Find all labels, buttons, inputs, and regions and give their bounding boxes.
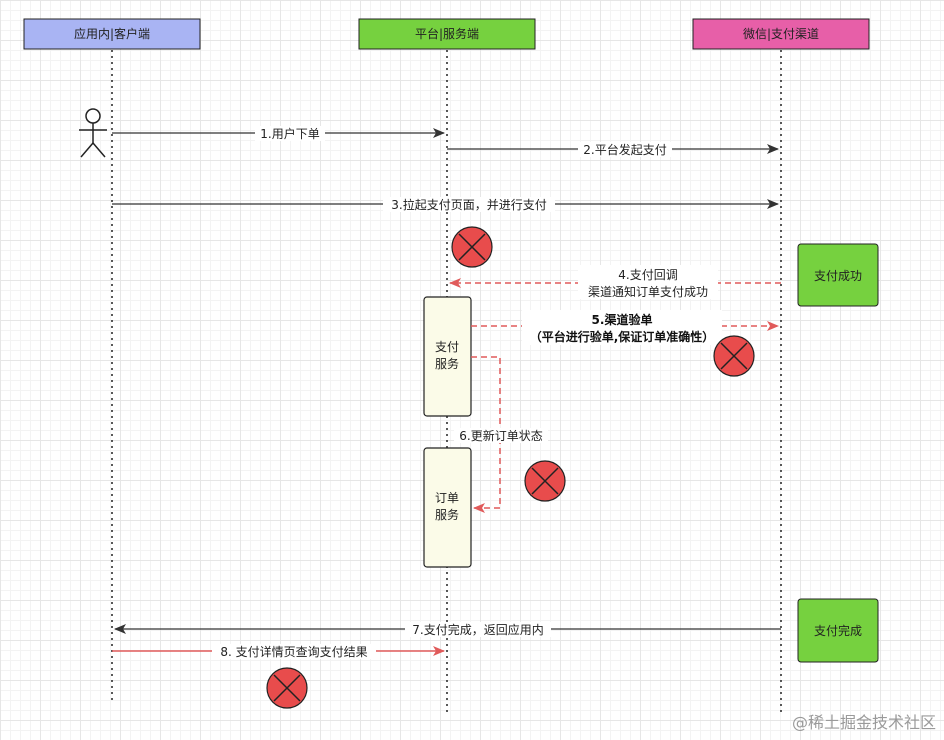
message-4-label-line1: 4.支付回调 — [618, 268, 677, 282]
message-5: 5.渠道验单 （平台进行验单,保证订单准确性） — [471, 310, 779, 345]
error-icon — [266, 667, 308, 709]
note-pay-success: 支付成功 — [797, 243, 879, 307]
message-6-label: 6.更新订单状态 — [459, 428, 542, 443]
message-7: 7.支付完成，返回应用内 — [114, 622, 781, 637]
participant-platform-label: 平台|服务端 — [415, 26, 479, 41]
participant-channel: 微信|支付渠道 — [692, 18, 870, 50]
error-icon — [524, 460, 566, 502]
message-7-label: 7.支付完成，返回应用内 — [412, 622, 543, 637]
note-pay-done: 支付完成 — [797, 598, 879, 663]
order-service-label-line2: 服务 — [435, 507, 459, 522]
order-service-box: 订单 服务 — [423, 447, 472, 568]
participant-client-label: 应用内|客户端 — [74, 26, 150, 41]
message-8: 8. 支付详情页查询支付结果 — [112, 644, 445, 659]
message-2-label: 2.平台发起支付 — [583, 142, 666, 157]
message-3-label: 3.拉起支付页面，并进行支付 — [391, 197, 546, 212]
message-2: 2.平台发起支付 — [447, 142, 779, 157]
message-4: 4.支付回调 渠道通知订单支付成功 — [449, 265, 781, 299]
order-service-label-line1: 订单 — [435, 491, 459, 505]
message-5-label-line2: （平台进行验单,保证订单准确性） — [530, 329, 715, 344]
participant-platform: 平台|服务端 — [358, 18, 536, 50]
message-6: 6.更新订单状态 — [454, 356, 548, 513]
error-icon — [713, 335, 755, 377]
note-pay-success-label: 支付成功 — [814, 269, 862, 283]
user-actor-icon — [79, 108, 107, 158]
error-icon — [451, 226, 493, 268]
message-1: 1.用户下单 — [112, 126, 445, 141]
participant-client: 应用内|客户端 — [23, 18, 201, 50]
message-3: 3.拉起支付页面，并进行支付 — [112, 197, 779, 212]
message-8-label: 8. 支付详情页查询支付结果 — [220, 644, 367, 659]
message-4-label-line2: 渠道通知订单支付成功 — [588, 285, 708, 299]
watermark-text: @稀土掘金技术社区 — [792, 713, 936, 732]
pay-service-box: 支付 服务 — [423, 296, 472, 417]
message-1-label: 1.用户下单 — [260, 126, 319, 141]
pay-service-label-line1: 支付 — [435, 340, 459, 354]
message-5-label-line1: 5.渠道验单 — [592, 312, 653, 327]
pay-service-label-line2: 服务 — [435, 356, 459, 371]
note-pay-done-label: 支付完成 — [814, 623, 862, 638]
participant-channel-label: 微信|支付渠道 — [743, 27, 819, 41]
